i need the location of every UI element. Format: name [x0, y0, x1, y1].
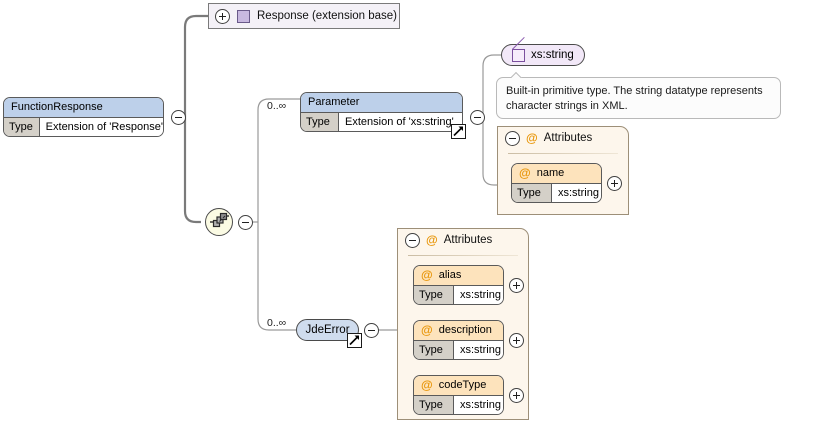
type-label: Type [414, 341, 454, 359]
type-label: Type [512, 184, 552, 202]
attribute-codetype-header: @ codeType [414, 376, 503, 395]
attribute-at-icon: @ [421, 323, 433, 337]
type-value: Extension of 'xs:string' [339, 113, 462, 131]
xs-string-label: xs:string [531, 49, 574, 61]
attribute-alias[interactable]: @ alias Type xs:string [413, 265, 504, 305]
element-jdeerror[interactable]: JdeError [296, 319, 359, 341]
simple-type-icon [512, 48, 525, 62]
sequence-collapse-toggle[interactable] [238, 215, 253, 230]
attribute-description[interactable]: @ description Type xs:string [413, 320, 504, 360]
complex-type-icon [237, 9, 250, 23]
attribute-name-header: @ name [512, 164, 601, 183]
attribute-description-expand-toggle[interactable] [509, 333, 524, 348]
function-response-type-row: Type Extension of 'Response' [4, 117, 163, 136]
attribute-description-type-row: Type xs:string [414, 340, 503, 359]
type-value: xs:string [454, 286, 503, 304]
attribute-alias-header: @ alias [414, 266, 503, 285]
tooltip-tail [511, 72, 522, 78]
attribute-alias-expand-toggle[interactable] [509, 278, 524, 293]
type-value: xs:string [454, 396, 503, 414]
sequence-compositor-node[interactable] [205, 208, 233, 236]
jdeerror-cardinality: 0..∞ [267, 317, 287, 329]
type-label: Type [414, 396, 454, 414]
jdeerror-label: JdeError [305, 324, 350, 336]
attribute-at-icon: @ [526, 131, 538, 145]
jdeerror-attributes-header: @ Attributes [398, 229, 528, 251]
arrow-glyph [453, 126, 463, 137]
response-expand-toggle[interactable] [215, 8, 230, 24]
tooltip-text: Built-in primitive type. The string data… [506, 85, 763, 112]
panel-divider [508, 153, 618, 154]
attribute-codetype-type-row: Type xs:string [414, 395, 503, 414]
element-function-response[interactable]: FunctionResponse Type Extension of 'Resp… [3, 97, 164, 137]
attribute-alias-type-row: Type xs:string [414, 285, 503, 304]
parameter-link-arrow-icon[interactable] [451, 124, 466, 139]
attribute-name-expand-toggle[interactable] [607, 176, 622, 191]
type-label: Type [414, 286, 454, 304]
parameter-cardinality: 0..∞ [267, 100, 287, 112]
type-label: Type [4, 118, 40, 136]
attribute-codetype-label: codeType [438, 379, 487, 391]
function-response-collapse-toggle[interactable] [171, 110, 186, 125]
attribute-name-type-row: Type xs:string [512, 183, 601, 202]
jdeerror-attributes-collapse-toggle[interactable] [405, 232, 420, 248]
panel-divider [408, 255, 518, 256]
attribute-alias-label: alias [438, 269, 462, 281]
parameter-attributes-collapse-toggle[interactable] [505, 130, 520, 146]
type-value: Extension of 'Response' [39, 118, 163, 136]
attribute-name[interactable]: @ name Type xs:string [511, 163, 602, 203]
parameter-name: Parameter [301, 93, 462, 112]
type-value: xs:string [454, 341, 503, 359]
attributes-label: Attributes [543, 132, 593, 144]
attribute-description-header: @ description [414, 321, 503, 340]
parameter-attributes-header: @ Attributes [498, 127, 628, 149]
attribute-codetype-expand-toggle[interactable] [509, 388, 524, 403]
arrow-glyph [349, 335, 359, 346]
response-label: Response (extension base) [257, 10, 397, 22]
attribute-codetype[interactable]: @ codeType Type xs:string [413, 375, 504, 415]
jdeerror-link-arrow-icon[interactable] [347, 333, 362, 348]
type-label: Type [301, 113, 339, 131]
simple-type-xs-string[interactable]: xs:string [501, 44, 585, 66]
attribute-name-label: name [536, 167, 565, 179]
attribute-at-icon: @ [426, 233, 438, 247]
attribute-at-icon: @ [421, 268, 433, 282]
attribute-description-label: description [438, 324, 492, 336]
parameter-type-row: Type Extension of 'xs:string' [301, 112, 462, 131]
extension-base-response[interactable]: Response (extension base) [208, 3, 400, 29]
parameter-collapse-toggle[interactable] [470, 110, 485, 125]
jdeerror-collapse-toggle[interactable] [364, 323, 379, 338]
element-parameter[interactable]: Parameter Type Extension of 'xs:string' [300, 92, 463, 132]
attributes-label: Attributes [443, 234, 493, 246]
attribute-at-icon: @ [519, 166, 531, 180]
sequence-icon [210, 212, 229, 228]
function-response-name: FunctionResponse [4, 98, 163, 117]
xs-string-annotation-tooltip: Built-in primitive type. The string data… [496, 77, 781, 119]
attribute-at-icon: @ [421, 378, 433, 392]
type-value: xs:string [552, 184, 601, 202]
